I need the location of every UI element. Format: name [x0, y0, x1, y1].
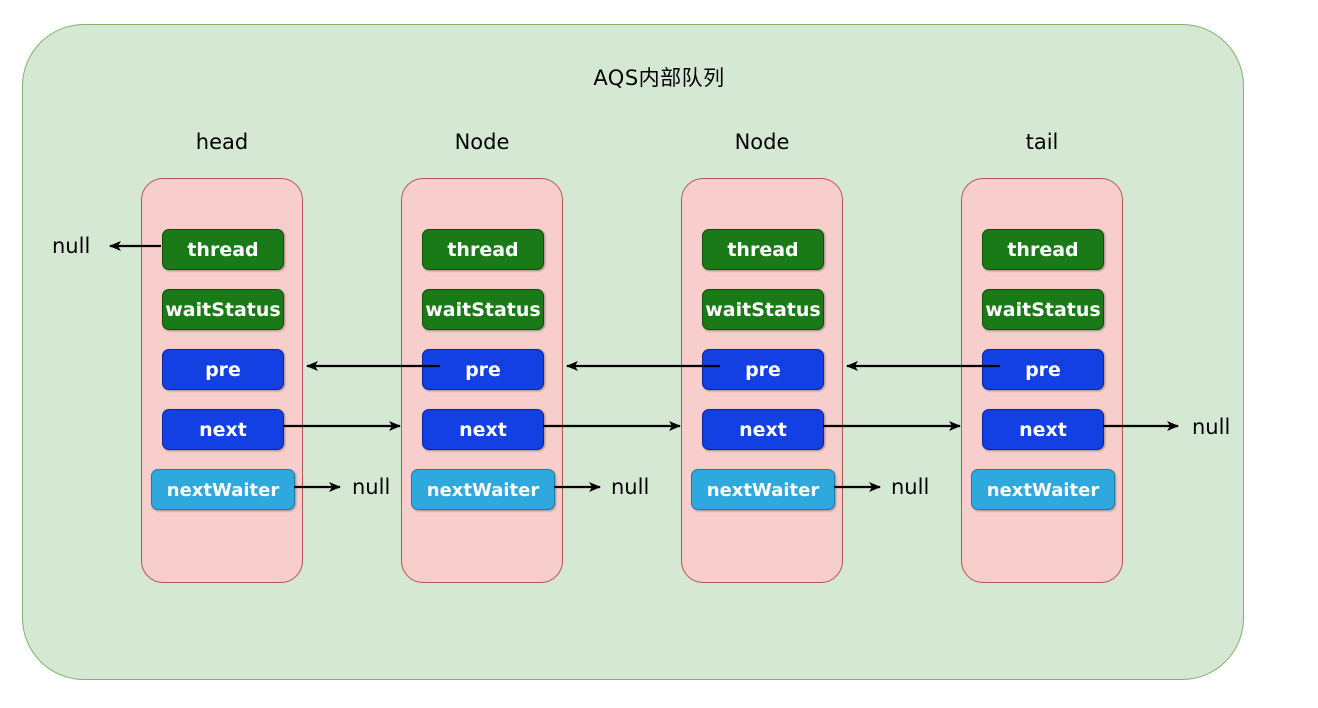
null-label-head-thread: null	[52, 234, 91, 258]
null-label-tail-next: null	[1192, 415, 1231, 439]
field-pre[interactable]: pre	[702, 349, 824, 390]
null-label-node3-nextwaiter: null	[891, 475, 930, 499]
node-column-3: Node thread waitStatus pre next nextWait…	[681, 128, 843, 583]
node-box-head[interactable]: thread waitStatus pre next nextWaiter	[141, 178, 303, 583]
node-column-2: Node thread waitStatus pre next nextWait…	[401, 128, 563, 583]
field-thread[interactable]: thread	[162, 229, 284, 270]
field-nextwaiter[interactable]: nextWaiter	[971, 469, 1115, 510]
field-waitstatus[interactable]: waitStatus	[162, 289, 284, 330]
node-box-2[interactable]: thread waitStatus pre next nextWaiter	[401, 178, 563, 583]
field-pre[interactable]: pre	[162, 349, 284, 390]
field-nextwaiter[interactable]: nextWaiter	[151, 469, 295, 510]
field-next[interactable]: next	[162, 409, 284, 450]
node-column-tail: tail thread waitStatus pre next nextWait…	[961, 128, 1123, 583]
field-thread[interactable]: thread	[422, 229, 544, 270]
field-thread[interactable]: thread	[702, 229, 824, 270]
null-label-head-nextwaiter: null	[352, 475, 391, 499]
node-box-3[interactable]: thread waitStatus pre next nextWaiter	[681, 178, 843, 583]
field-pre[interactable]: pre	[422, 349, 544, 390]
node-box-tail[interactable]: thread waitStatus pre next nextWaiter	[961, 178, 1123, 583]
node-caption-tail: tail	[1025, 130, 1059, 154]
field-waitstatus[interactable]: waitStatus	[982, 289, 1104, 330]
field-waitstatus[interactable]: waitStatus	[702, 289, 824, 330]
field-next[interactable]: next	[702, 409, 824, 450]
field-nextwaiter[interactable]: nextWaiter	[411, 469, 555, 510]
field-waitstatus[interactable]: waitStatus	[422, 289, 544, 330]
field-next[interactable]: next	[982, 409, 1104, 450]
field-thread[interactable]: thread	[982, 229, 1104, 270]
field-nextwaiter[interactable]: nextWaiter	[691, 469, 835, 510]
node-caption-2: Node	[454, 130, 510, 154]
node-column-head: head thread waitStatus pre next nextWait…	[141, 128, 303, 583]
node-caption-head: head	[195, 130, 249, 154]
field-pre[interactable]: pre	[982, 349, 1104, 390]
diagram-title: AQS内部队列	[593, 66, 725, 90]
null-label-node2-nextwaiter: null	[611, 475, 650, 499]
field-next[interactable]: next	[422, 409, 544, 450]
node-caption-3: Node	[734, 130, 790, 154]
